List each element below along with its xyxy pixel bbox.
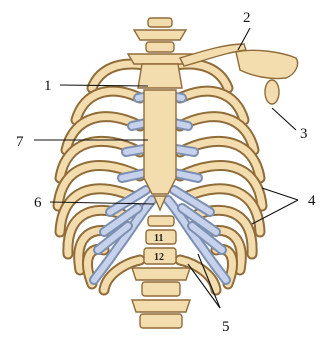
vertebra-label-11: 11: [154, 233, 163, 244]
label-1: 1: [44, 78, 52, 94]
leader-line-3: [272, 108, 296, 130]
coracoid-process: [265, 80, 279, 104]
leader-line-4a: [262, 188, 298, 200]
label-5: 5: [222, 319, 230, 335]
label-2: 2: [243, 10, 251, 26]
acromion: [236, 50, 298, 78]
manubrium: [138, 64, 182, 88]
label-7: 7: [16, 134, 24, 150]
label-4: 4: [308, 193, 316, 209]
sternum-body: [144, 90, 176, 194]
label-6: 6: [34, 195, 42, 211]
leader-line-1: [60, 85, 148, 86]
label-3: 3: [300, 126, 308, 142]
vertebra-label-12: 12: [154, 252, 164, 263]
